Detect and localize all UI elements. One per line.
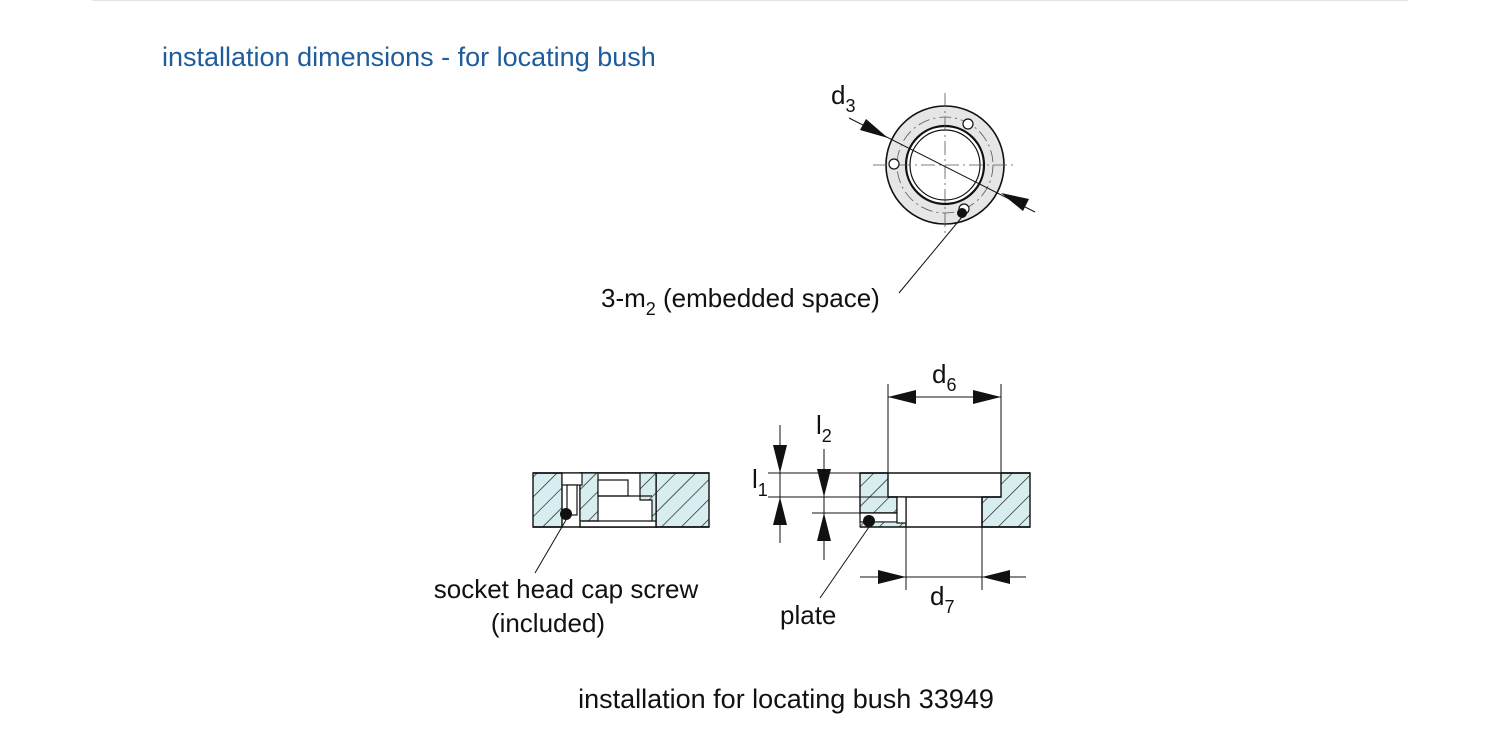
installed-bush-section [532, 472, 710, 574]
l1-arrow-bottom [773, 497, 787, 525]
page-title: installation dimensions - for locating b… [162, 42, 656, 72]
d3-arrow-upper [860, 119, 888, 138]
embedded-space-label: 3-m2 (embedded space) [601, 283, 880, 319]
figure-caption: installation for locating bush 33949 [578, 684, 994, 714]
l2-label: l2 [816, 410, 832, 446]
l1-label: l1 [752, 464, 768, 500]
embed-hole-top [962, 118, 974, 130]
d6-label: d6 [932, 359, 956, 395]
bush-flange-hatch [579, 472, 599, 522]
top-divider [92, 0, 1408, 1]
screw-label-line1: socket head cap screw [434, 574, 699, 604]
d7-arrow-right [982, 570, 1010, 584]
d6-arrow-right [973, 390, 1001, 404]
d7-arrow-left [878, 570, 906, 584]
hole-hatch-right [981, 472, 1031, 528]
screw-label-line2: (included) [491, 608, 605, 638]
embedded-screw-slot [896, 496, 907, 524]
plate-dot [863, 515, 875, 527]
mounting-hole-section [768, 384, 1031, 599]
left-section-hatch-left [532, 472, 563, 528]
cap-screw-head [561, 472, 583, 486]
embed-leader-line [898, 216, 963, 294]
left-section-hatch-right [655, 472, 710, 528]
bush-front-view [848, 93, 1036, 294]
screw-leader-line [534, 519, 567, 574]
cap-screw-dot [560, 508, 572, 520]
plate-leader-line [819, 526, 870, 599]
cap-screw-shank [566, 484, 578, 516]
l2-arrow-top [817, 469, 831, 497]
d3-label: d3 [831, 80, 855, 116]
hole-hatch-left [859, 472, 898, 514]
l1-arrow-top [773, 445, 787, 473]
d7-label: d7 [930, 581, 954, 617]
embed-hole-left [888, 158, 900, 170]
d6-arrow-left [888, 390, 916, 404]
embedded-screw-dot [957, 208, 967, 218]
l2-arrow-bottom [817, 513, 831, 541]
d3-arrow-lower [1001, 193, 1029, 211]
plate-label: plate [780, 600, 836, 630]
bush-bore-step [597, 479, 629, 497]
